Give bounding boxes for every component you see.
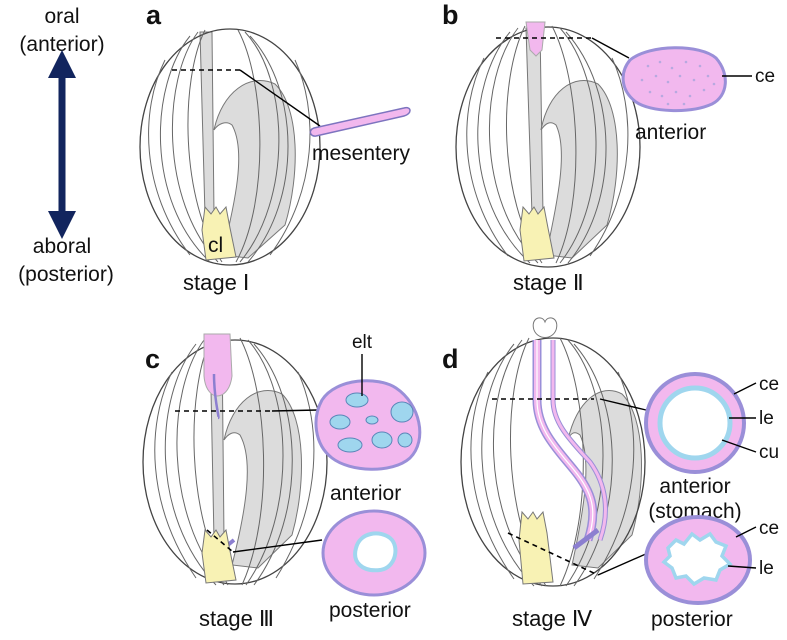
mouth <box>532 317 558 338</box>
anterior-label: anterior <box>659 475 730 498</box>
panel-d: d <box>442 317 779 631</box>
panel-b: b ce ante <box>442 0 775 295</box>
posterior-cross-section <box>644 515 752 605</box>
leader-line <box>599 398 647 411</box>
cl-label: cl <box>208 234 223 257</box>
apical-organ <box>518 510 554 585</box>
ce-label-bottom: ce <box>759 518 779 539</box>
leader-line <box>733 382 757 395</box>
posterior-cross-section <box>321 509 427 597</box>
embryo-body <box>460 317 646 587</box>
axis-anterior-label: (anterior) <box>19 33 104 56</box>
leader-line <box>232 539 323 553</box>
stage-label-c: stage Ⅲ <box>199 606 274 631</box>
pharynx <box>525 21 546 57</box>
pharynx <box>203 333 233 397</box>
leader-line <box>735 526 757 538</box>
stomach-cross-section <box>644 372 746 474</box>
leader-line <box>721 439 757 453</box>
axis-aboral-label: aboral <box>33 235 91 258</box>
embryo-body <box>142 333 328 586</box>
cu-label: cu <box>759 442 779 463</box>
embryo-body <box>139 28 321 266</box>
leader-line <box>727 565 757 569</box>
mesentery-section <box>309 106 411 137</box>
apical-organ <box>201 205 237 261</box>
panel-c-letter: c <box>145 344 160 374</box>
apical-organ <box>201 528 237 584</box>
ce-label-top: ce <box>759 374 779 395</box>
panel-a: a cl mesentery stage Ⅰ <box>139 0 411 295</box>
stage-label-d: stage Ⅳ <box>512 606 593 631</box>
posterior-label: posterior <box>651 608 733 631</box>
anterior-cross-section <box>621 46 727 112</box>
section-plane-d-posterior <box>507 532 599 576</box>
posterior-label: posterior <box>329 599 411 622</box>
leader-line <box>591 37 630 59</box>
stage-label-a: stage Ⅰ <box>183 270 249 295</box>
le-label-top: le <box>759 408 774 429</box>
stomach-label: (stomach) <box>648 500 741 523</box>
apical-organ <box>519 205 555 262</box>
elt-label: elt <box>352 332 373 353</box>
axis-oral-label: oral <box>44 5 79 28</box>
stage-label-b: stage Ⅱ <box>513 270 584 295</box>
panel-d-letter: d <box>442 344 459 374</box>
leader-line <box>239 69 321 127</box>
leader-line <box>597 552 649 576</box>
leader-line <box>271 409 319 412</box>
ce-label: ce <box>755 66 775 87</box>
anterior-label: anterior <box>635 121 706 144</box>
le-label-bottom: le <box>759 558 774 579</box>
axis-indicator: oral (anterior) aboral (posterior) <box>18 5 114 286</box>
embryo-body <box>455 21 641 268</box>
panel-a-letter: a <box>146 0 162 30</box>
mesentery-label: mesentery <box>312 142 411 165</box>
anterior-label: anterior <box>330 482 401 505</box>
anterior-cross-section <box>314 379 422 471</box>
axis-posterior-label: (posterior) <box>18 263 114 286</box>
panel-c: c <box>142 332 427 631</box>
panel-b-letter: b <box>442 0 459 30</box>
section-plane-c-posterior <box>206 529 234 553</box>
